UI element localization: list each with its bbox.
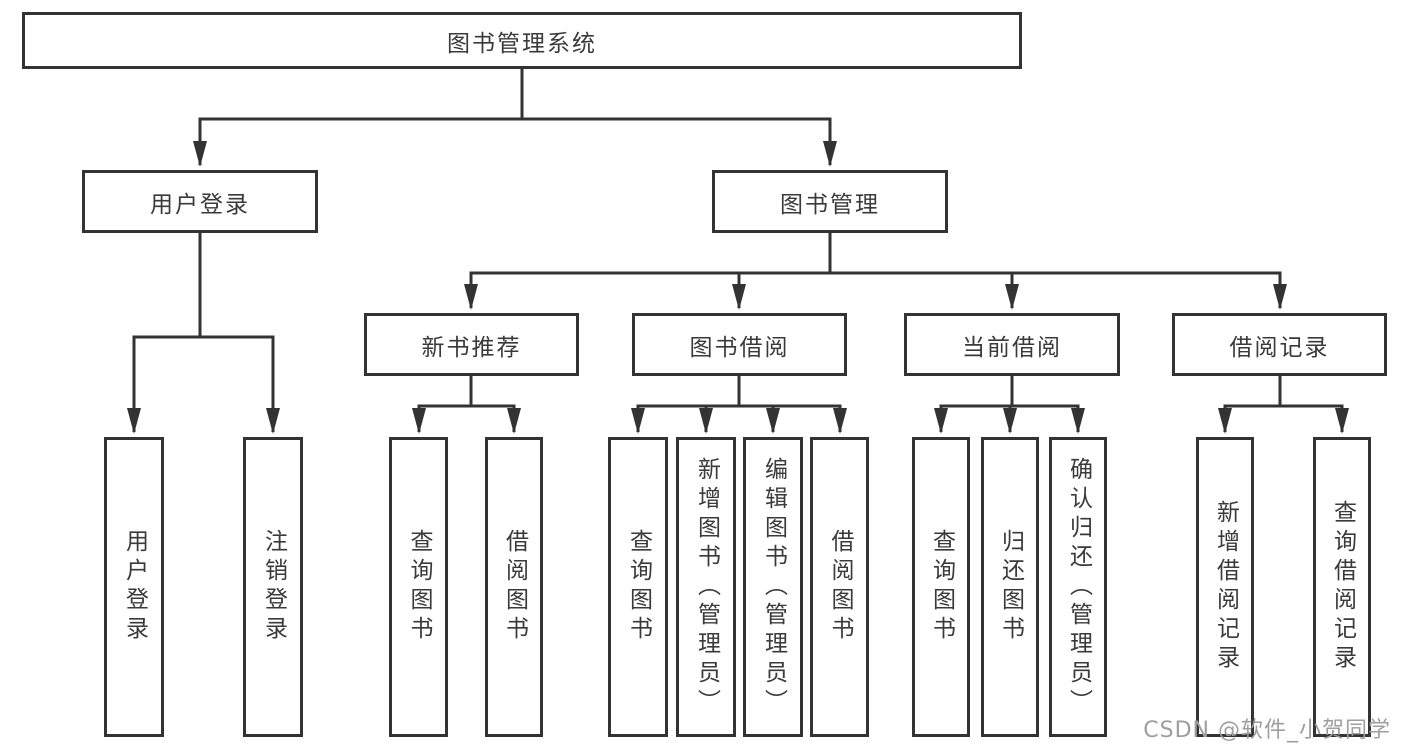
leaf-edit-book-admin: 编辑图书（管理员） xyxy=(743,437,803,737)
node-user-login: 用户登录 xyxy=(82,170,318,233)
node-book-management: 图书管理 xyxy=(712,170,948,233)
leaf-query-borrowing-record: 查询借阅记录 xyxy=(1313,437,1371,737)
node-borrowing-records: 借阅记录 xyxy=(1172,313,1387,376)
leaf-query-books-recommend: 查询图书 xyxy=(389,437,448,737)
leaf-user-login: 用户登录 xyxy=(104,437,164,737)
leaf-add-book-admin: 新增图书（管理员） xyxy=(676,437,736,737)
leaf-query-books-borrowing: 查询图书 xyxy=(608,437,668,737)
node-book-borrowing: 图书借阅 xyxy=(632,313,847,376)
csdn-watermark: CSDN @软件_小贺同学 xyxy=(1143,718,1391,743)
leaf-return-books: 归还图书 xyxy=(981,437,1039,737)
node-current-borrowing: 当前借阅 xyxy=(904,313,1120,376)
leaf-query-books-current: 查询图书 xyxy=(912,437,970,737)
leaf-borrow-books-recommend: 借阅图书 xyxy=(485,437,543,737)
leaf-confirm-return-admin: 确认归还（管理员） xyxy=(1049,437,1107,737)
node-new-book-recommendation: 新书推荐 xyxy=(364,313,579,376)
node-library-management-system: 图书管理系统 xyxy=(22,12,1022,69)
leaf-logout: 注销登录 xyxy=(243,437,303,737)
leaf-borrow-books-borrowing: 借阅图书 xyxy=(810,437,869,737)
leaf-add-borrowing-record: 新增借阅记录 xyxy=(1196,437,1254,737)
